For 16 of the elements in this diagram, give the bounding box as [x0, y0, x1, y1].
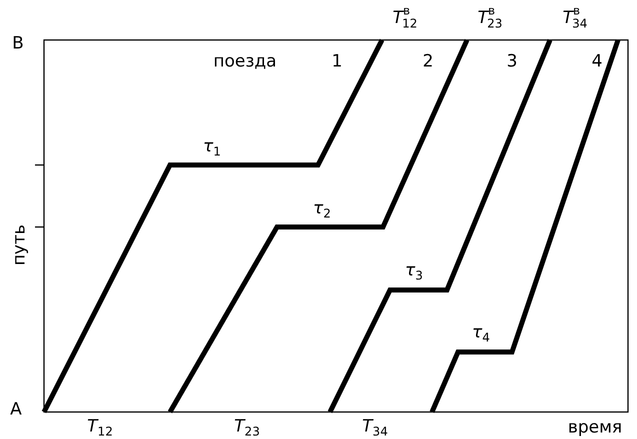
- axis-end-label: В: [12, 36, 24, 52]
- axis-end-label: А: [10, 402, 22, 418]
- interval-label: T$_{34}$: [362, 418, 388, 438]
- axis-title: время: [568, 420, 622, 436]
- train-number: 1: [332, 54, 342, 70]
- interval-label: T$_{12}$: [87, 418, 113, 438]
- stop-duration-label: τ$_{2}$: [313, 200, 331, 220]
- axis-caption: поезда: [213, 54, 277, 70]
- stop-duration-label: τ$_{4}$: [472, 324, 490, 344]
- train-number: 2: [422, 54, 434, 70]
- train-number: 3: [506, 54, 518, 70]
- stop-duration-label: τ$_{1}$: [203, 138, 221, 158]
- interval-label: T$_{23}$: [234, 418, 260, 438]
- axis-title: путь: [12, 224, 28, 266]
- train-number: 4: [592, 54, 602, 70]
- stop-duration-label: τ$_{3}$: [405, 262, 423, 282]
